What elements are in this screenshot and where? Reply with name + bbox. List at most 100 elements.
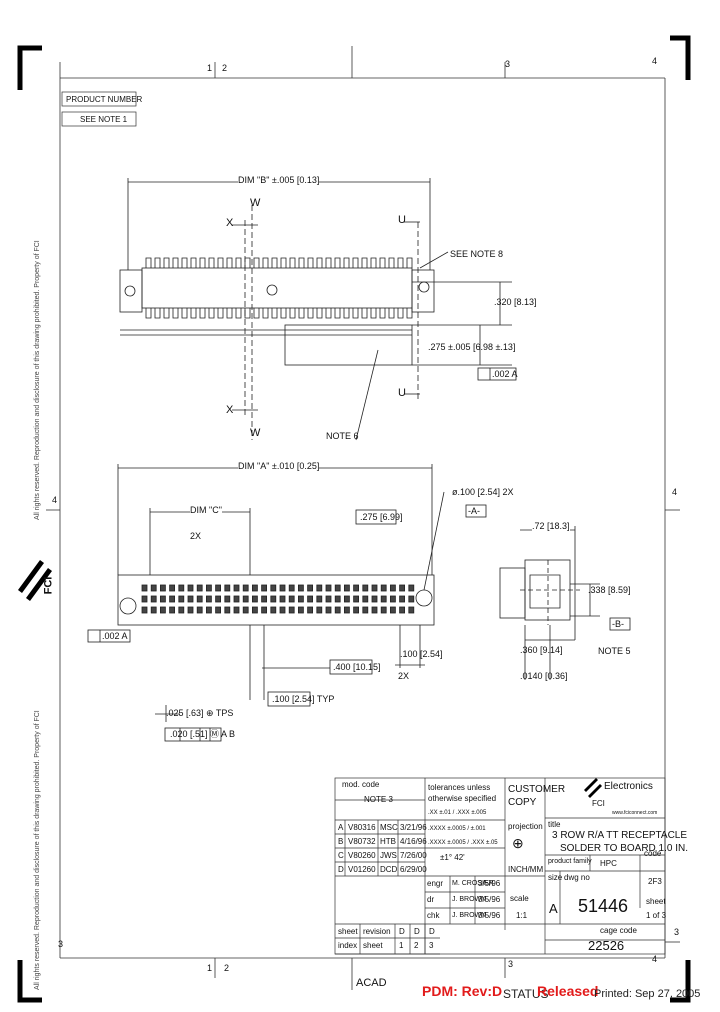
datum-b: -B- xyxy=(612,619,624,629)
pin-cavity xyxy=(224,606,231,614)
pin-cavity xyxy=(279,584,286,592)
pin-cavity xyxy=(150,595,157,603)
front-view xyxy=(87,464,487,742)
pin-cavity xyxy=(316,595,323,603)
code-value: 2F3 xyxy=(648,877,662,886)
zone-mark-left-4: 4 xyxy=(52,495,58,505)
pin-cavity xyxy=(251,584,258,592)
pin-cavity xyxy=(233,606,240,614)
rev-c: C xyxy=(338,851,344,860)
product-number-label: PRODUCT NUMBER xyxy=(66,95,143,104)
pin-cavity xyxy=(389,606,396,614)
dim-338: .338 [8.59] xyxy=(588,585,631,595)
pin-cavity xyxy=(215,595,222,603)
logo-text: FCI xyxy=(42,576,55,595)
sheet-rev-3: D xyxy=(414,927,420,936)
scale-value: 1:1 xyxy=(516,911,528,920)
drawing-frame xyxy=(46,46,680,990)
top-view xyxy=(119,178,517,441)
pin-cavity xyxy=(261,584,268,592)
pin-cavity xyxy=(334,606,341,614)
dim-b-label: DIM "B" ±.005 [0.13] xyxy=(238,175,320,185)
pin-cavity xyxy=(150,606,157,614)
margin-copyright-text-lower: All rights reserved. Reproduction and di… xyxy=(34,710,41,990)
engr-role: engr xyxy=(427,879,444,888)
hole-callout: ø.100 [2.54] 2X xyxy=(452,487,514,497)
pin-cavity xyxy=(297,606,304,614)
pin-cavity xyxy=(408,584,415,592)
projection-label: projection xyxy=(508,822,543,831)
pin-cavity xyxy=(178,595,185,603)
pin-cavity xyxy=(141,595,148,603)
section-x-bottom: X xyxy=(226,404,234,416)
pin-cavity xyxy=(242,595,249,603)
zone-mark-bottom-3: 3 xyxy=(508,959,514,969)
zone-mark-bottom-4: 4 xyxy=(652,954,658,964)
pin-cavity xyxy=(196,584,203,592)
rev-b-date: 4/16/96 xyxy=(400,837,427,846)
pin-cavity xyxy=(178,606,185,614)
product-family-value: HPC xyxy=(600,859,617,868)
dim-360: .360 [9.14] xyxy=(520,645,563,655)
pin-cavity xyxy=(261,595,268,603)
zone-mark-1: 1 xyxy=(207,63,213,73)
size-value: A xyxy=(549,901,558,916)
section-u-bottom: U xyxy=(398,387,406,399)
product-number-box xyxy=(61,91,137,127)
dim-c-label: DIM "C" xyxy=(190,505,222,515)
dim-025-tps: .025 [.63] ⊕ TPS xyxy=(166,708,234,718)
zone-mark-3: 3 xyxy=(505,59,511,69)
fci-logo xyxy=(18,560,602,798)
pin-cavity xyxy=(389,584,396,592)
tol-line-1: .XX ±.01 / .XXX ±.005 xyxy=(428,810,487,816)
pin-cavity xyxy=(297,584,304,592)
dim-0140: .0140 [0.36] xyxy=(520,671,568,681)
pin-cavity xyxy=(307,595,314,603)
pin-cavity xyxy=(288,584,295,592)
pin-cavity xyxy=(187,584,194,592)
pin-cavity xyxy=(233,595,240,603)
pin-cavity xyxy=(270,584,277,592)
pin-cavity xyxy=(178,584,185,592)
pin-cavity xyxy=(215,606,222,614)
section-w-bottom: W xyxy=(250,427,261,439)
status-label: STATUS xyxy=(503,987,549,1001)
customer-copy: CUSTOMER COPY xyxy=(508,784,566,808)
dim-a-label: DIM "A" ±.010 [0.25] xyxy=(238,461,320,471)
dr-role: dr xyxy=(427,895,435,904)
pin-cavity xyxy=(279,595,286,603)
rev-c-ecn: V80260 xyxy=(348,851,376,860)
units-label: INCH/MM xyxy=(508,865,544,874)
pin-cavity xyxy=(399,584,406,592)
tolerance-header: tolerances unless otherwise specified xyxy=(428,783,497,803)
code-label: code xyxy=(644,849,662,858)
pin-cavity xyxy=(334,584,341,592)
rev-a-date: 3/21/96 xyxy=(400,823,427,832)
pin-cavity xyxy=(261,606,268,614)
sheet-label: sheet xyxy=(646,897,666,906)
title-line-1: 3 ROW R/A TT RECEPTACLE xyxy=(552,830,688,841)
flatness-top: .002 A xyxy=(492,369,518,379)
pin-cavity xyxy=(389,595,396,603)
margin-copyright-text: All rights reserved. Reproduction and di… xyxy=(34,240,41,520)
zone-mark-right-3: 3 xyxy=(674,927,680,937)
pin-cavity xyxy=(159,584,166,592)
dim-100: .100 [2.54] xyxy=(400,649,443,659)
size-label: size xyxy=(548,873,563,882)
pin-cavity xyxy=(288,606,295,614)
pin-cavity xyxy=(196,606,203,614)
pin-cavity xyxy=(169,595,176,603)
engr-date: 3/5/96 xyxy=(478,879,501,888)
note-3-label: NOTE 3 xyxy=(364,795,393,804)
zone-mark-right-4: 4 xyxy=(672,487,678,497)
zone-mark-4: 4 xyxy=(652,56,658,66)
pin-cavity xyxy=(205,584,212,592)
pin-cavity xyxy=(215,584,222,592)
pin-cavity xyxy=(159,595,166,603)
pin-cavity xyxy=(399,606,406,614)
rev-d-date: 6/29/00 xyxy=(400,865,427,874)
rev-a-ecn: V80316 xyxy=(348,823,376,832)
pin-cavity xyxy=(205,595,212,603)
zone-mark-2: 2 xyxy=(222,63,228,73)
rev-a-by: MSC xyxy=(380,823,398,832)
